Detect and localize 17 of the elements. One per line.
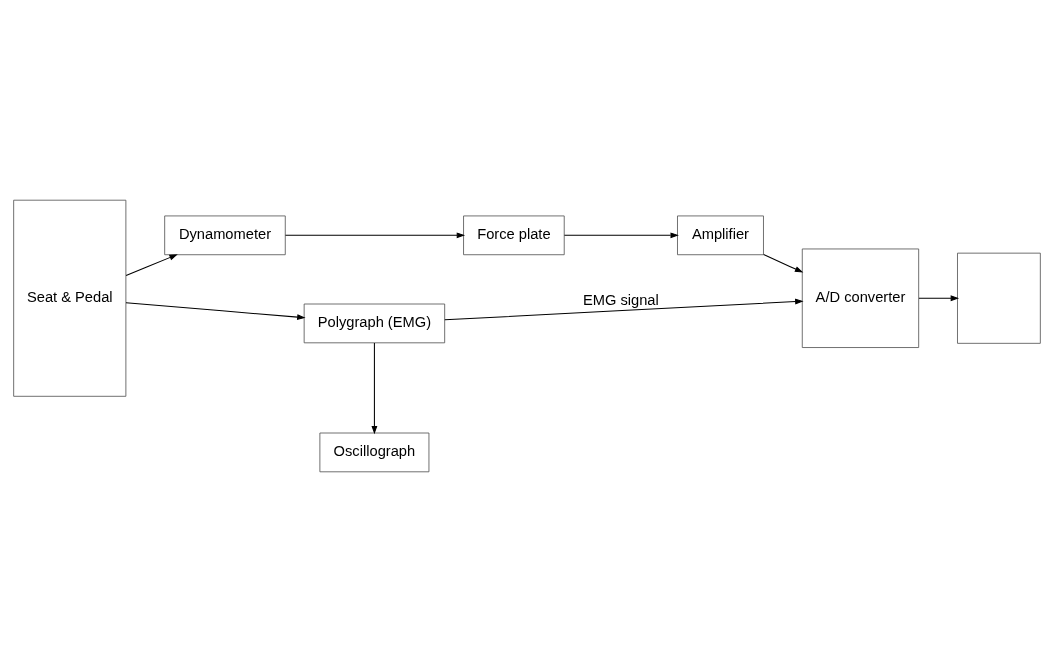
arrow xyxy=(444,298,804,321)
node-box: Oscillograph xyxy=(319,432,430,473)
arrow xyxy=(763,254,804,273)
arrow xyxy=(371,342,378,435)
node-box: Polygraph (EMG) xyxy=(303,303,446,344)
node-box: Dynamometer xyxy=(164,215,286,256)
edge-label: EMG signal xyxy=(582,291,659,308)
arrow xyxy=(563,232,679,239)
arrow xyxy=(918,295,960,302)
node-box: Force plate xyxy=(463,215,565,256)
arrow xyxy=(125,254,178,277)
node-box: Amplifier xyxy=(677,215,764,256)
node-box: Seat & Pedal xyxy=(13,199,127,397)
node-box: A/D converter xyxy=(801,248,920,348)
arrow xyxy=(125,302,306,320)
node-box xyxy=(957,252,1041,344)
arrow xyxy=(284,232,466,239)
